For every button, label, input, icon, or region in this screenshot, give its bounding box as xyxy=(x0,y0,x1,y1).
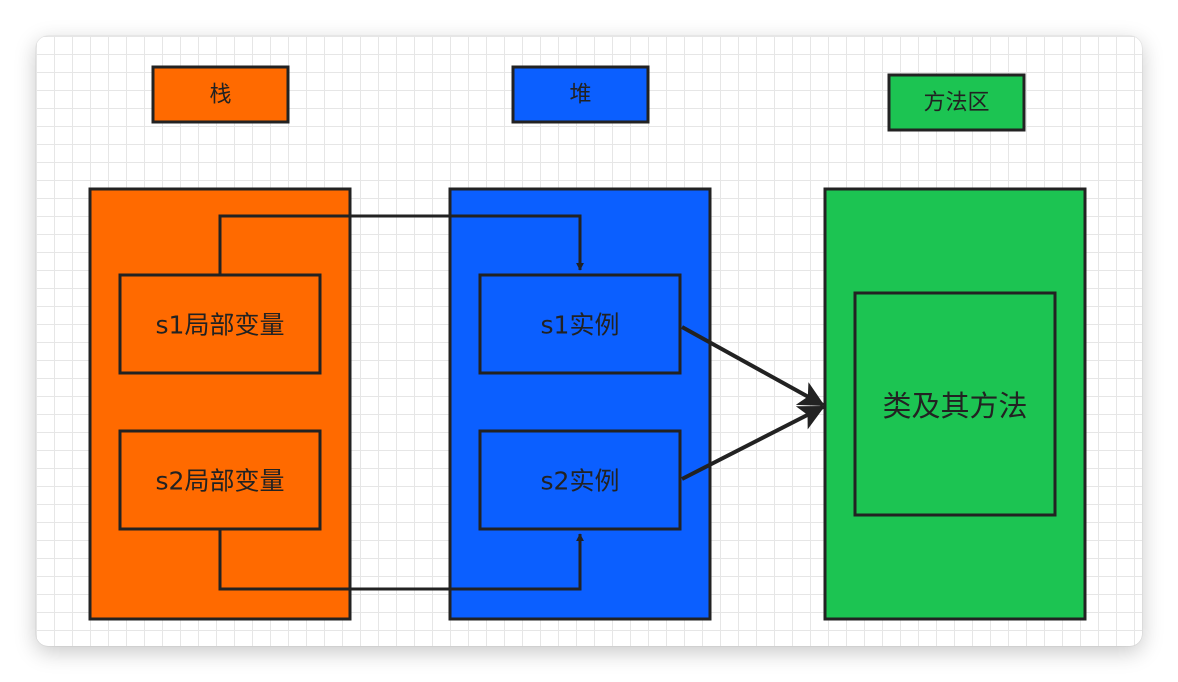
class-arrow-s1 xyxy=(681,325,825,407)
reference-arrow-s2 xyxy=(218,529,584,591)
heap-item-s2: s2实例 xyxy=(478,429,682,531)
heap-item-s1: s1实例 xyxy=(478,273,682,375)
stack-item-s2-label: s2局部变量 xyxy=(156,467,285,496)
heap-header: 堆 xyxy=(511,65,650,124)
heap-item-s1-label: s1实例 xyxy=(541,311,620,340)
method-area-column: 类及其方法 xyxy=(823,187,1087,621)
stack-item-s2: s2局部变量 xyxy=(118,429,322,531)
heap-item-s2-label: s2实例 xyxy=(541,467,620,496)
method-area-item-label: 类及其方法 xyxy=(882,389,1027,423)
method-area-header-label: 方法区 xyxy=(923,91,989,116)
method-area-header: 方法区 xyxy=(887,73,1026,132)
reference-arrow-s1 xyxy=(218,214,584,275)
stack-header: 栈 xyxy=(151,65,290,124)
stack-item-s1-label: s1局部变量 xyxy=(156,311,285,340)
stack-header-label: 栈 xyxy=(209,83,231,108)
heap-header-label: 堆 xyxy=(569,83,591,108)
method-area-item: 类及其方法 xyxy=(853,291,1057,517)
stack-item-s1: s1局部变量 xyxy=(118,273,322,375)
diagram-canvas: 栈 堆 方法区 s1局部变量 s2局部变量 xyxy=(36,36,1142,646)
class-arrow-s2 xyxy=(681,405,825,481)
memory-diagram: 栈 堆 方法区 s1局部变量 s2局部变量 xyxy=(88,65,1087,621)
